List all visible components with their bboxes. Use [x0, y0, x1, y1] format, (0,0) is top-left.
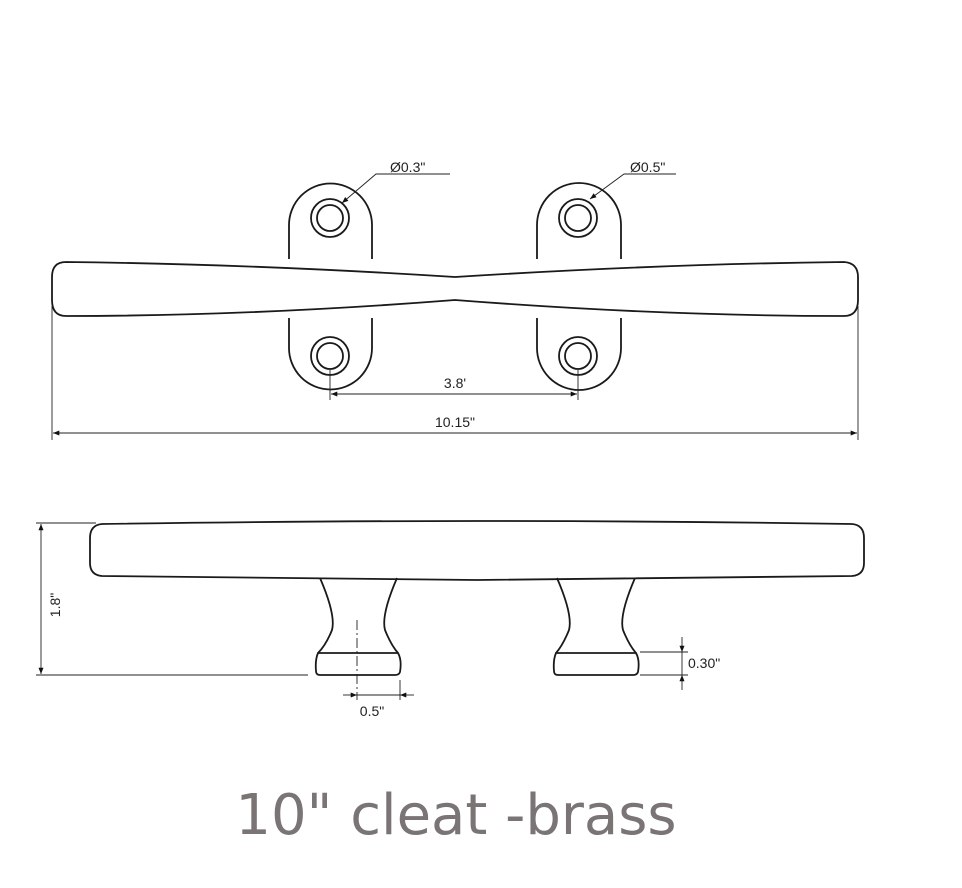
- hole-inner: [564, 342, 592, 370]
- hole-inner: [316, 204, 344, 232]
- hole-inner: [316, 342, 344, 370]
- overall-length-label: 10.15": [435, 414, 475, 430]
- base-left: [314, 652, 402, 676]
- hole-outer: [310, 198, 350, 238]
- tab-bottom-right: [536, 318, 622, 391]
- drawing-title: 10" cleat -brass: [235, 783, 676, 848]
- base-width-label: 0.5": [360, 703, 384, 719]
- base-thickness-label: 0.30": [688, 655, 720, 671]
- leader-large-hole: [589, 173, 676, 200]
- base-right: [552, 652, 640, 676]
- hole-small-label: Ø0.3": [390, 159, 425, 175]
- leg-right: [555, 577, 637, 654]
- top-view: Ø0.3" Ø0.5" 3.8' 10.15": [51, 159, 859, 440]
- cleat-body-side: [89, 520, 865, 581]
- height-label: 1.8": [47, 593, 63, 617]
- mounting-holes: [310, 198, 598, 376]
- tab-top-right: [536, 182, 622, 259]
- cleat-body-top: [51, 261, 859, 317]
- tab-top-left: [288, 182, 373, 259]
- tab-bottom-left: [288, 318, 373, 391]
- leg-left: [317, 577, 399, 654]
- side-view: 1.8" 0.5" 0.30": [36, 520, 865, 719]
- hole-large-label: Ø0.5": [630, 159, 665, 175]
- hole-outer: [558, 198, 598, 238]
- hole-spacing-label: 3.8': [444, 375, 466, 391]
- leader-small-hole: [341, 173, 450, 204]
- hole-inner: [564, 204, 592, 232]
